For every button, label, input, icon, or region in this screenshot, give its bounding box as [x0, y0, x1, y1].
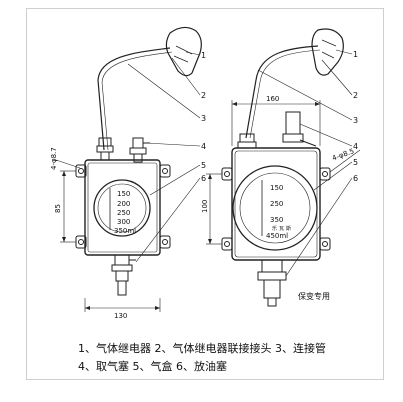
left-dim-height: 85: [54, 204, 62, 213]
left-hole-label: 4-φ8.7: [50, 147, 58, 170]
right-relay-cap: [311, 28, 344, 76]
right-note: 保变专用: [298, 291, 330, 301]
right-dim-height: 100: [201, 200, 209, 213]
right-drain-plug: [261, 259, 283, 273]
left-scale-4: 350ml: [114, 227, 136, 235]
left-callout-4: 4: [201, 142, 206, 151]
right-brand-0: 乐: [272, 225, 277, 232]
left-scale-1: 200: [117, 200, 130, 208]
right-brand-2: 斯: [286, 225, 291, 232]
right-hole-label: 4-φ8.5: [331, 147, 355, 162]
left-callout-6: 6: [201, 174, 206, 183]
right-scale-1: 250: [270, 200, 283, 208]
left-callout-2: 2: [201, 91, 206, 100]
legend-line-2: 4、取气塞 5、气盒 6、放油塞: [78, 360, 227, 373]
right-callout-1: 1: [353, 50, 358, 59]
right-scale-0: 150: [270, 184, 283, 192]
left-tube-fitting: [98, 137, 112, 147]
left-scale-3: 300: [117, 218, 130, 226]
left-dim-width: 130: [114, 312, 127, 320]
left-sight-window: [93, 179, 151, 237]
right-connecting-tube: [245, 45, 319, 139]
right-callout-4: 4: [353, 142, 358, 151]
right-dim-width: 160: [266, 95, 279, 103]
left-callout-5: 5: [201, 161, 206, 170]
right-callout-3: 3: [353, 116, 358, 125]
left-drain-plug: [114, 254, 130, 266]
left-gas-plug: [132, 137, 144, 149]
right-gas-plug: [285, 111, 301, 135]
left-relay-cap: [165, 26, 202, 77]
left-view: [55, 26, 202, 312]
left-scale-2: 250: [117, 209, 130, 217]
right-view: [206, 28, 361, 307]
left-connecting-tube: [97, 47, 171, 151]
right-scale-2: 350: [270, 216, 283, 224]
right-scale-3: 450ml: [266, 232, 288, 240]
right-brand-1: 瓦: [279, 226, 284, 232]
right-callout-5: 5: [353, 158, 358, 167]
right-callout-6: 6: [353, 174, 358, 183]
legend-line-1: 1、气体继电器 2、气体继电器联接接头 3、连接管: [78, 342, 326, 355]
left-scale-0: 150: [117, 190, 130, 198]
left-callout-1: 1: [201, 51, 206, 60]
left-callout-3: 3: [201, 114, 206, 123]
right-sight-window: [232, 165, 318, 251]
right-callout-2: 2: [353, 91, 358, 100]
